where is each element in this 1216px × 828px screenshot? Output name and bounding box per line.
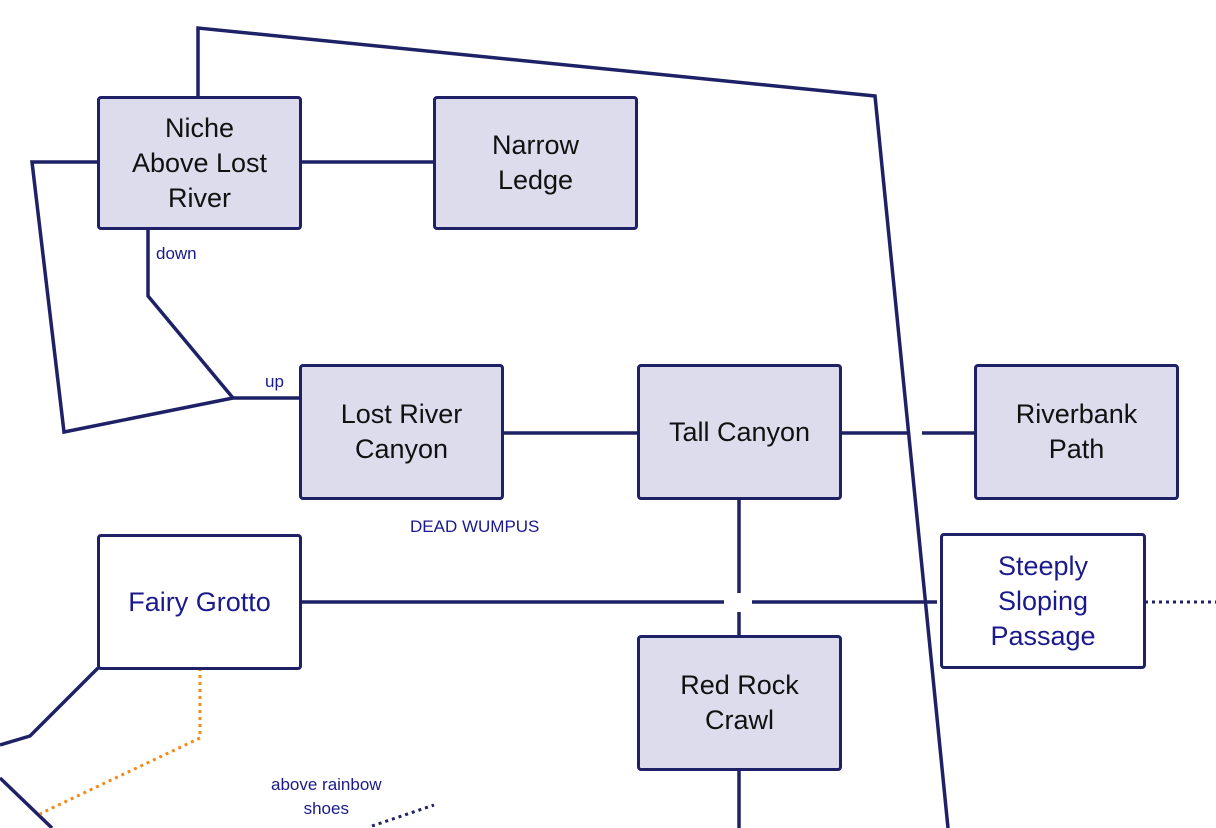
room-niche-above-lost-river: Niche Above Lost River (97, 96, 302, 230)
room-narrow-ledge: Narrow Ledge (433, 96, 638, 230)
orange-dotted-line (39, 668, 202, 816)
label-up: up (265, 372, 284, 391)
down-line (146, 230, 235, 400)
label-down: down (156, 244, 197, 263)
label-above-rainbow-shoes: above rainbow shoes (271, 775, 382, 818)
grotto-downleft-line (0, 666, 100, 747)
room-fairy-grotto: Fairy Grotto (97, 534, 302, 670)
bottom-left-line (0, 776, 54, 828)
left-loop-line (30, 160, 234, 435)
room-steeply-sloping-passage: Steeply Sloping Passage (940, 533, 1146, 669)
room-lost-river-canyon: Lost River Canyon (299, 364, 504, 500)
room-red-rock-crawl: Red Rock Crawl (637, 635, 842, 771)
loop-line (196, 26, 950, 828)
room-riverbank-path: Riverbank Path (974, 364, 1179, 500)
room-tall-canyon: Tall Canyon (637, 364, 842, 500)
label-dead-wumpus: DEAD WUMPUS (410, 517, 540, 536)
